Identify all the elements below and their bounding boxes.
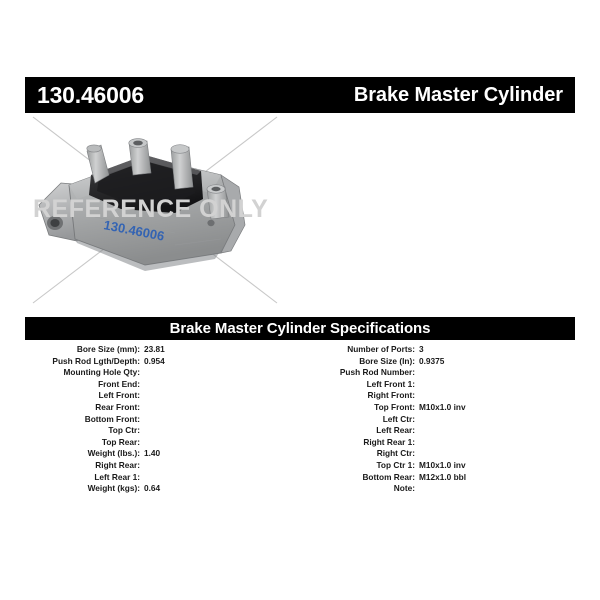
spec-row: Note: — [300, 483, 575, 495]
spec-label: Rear Front: — [95, 401, 140, 412]
spec-label: Push Rod Number: — [339, 367, 415, 378]
spec-row: Number of Ports: 3 — [300, 344, 575, 356]
spec-row: Left Rear: — [300, 425, 575, 437]
spec-row: Right Ctr: — [300, 448, 575, 460]
spec-row: Rear Front: — [25, 402, 300, 414]
brake-master-cylinder-photo: 130.46006 — [38, 138, 246, 271]
spec-row: Push Rod Lgth/Depth: 0.954 — [25, 356, 300, 368]
spec-label: Weight (lbs.): — [87, 448, 140, 459]
spec-row: Bore Size (In): 0.9375 — [300, 356, 575, 368]
spec-label: Right Rear: — [95, 459, 140, 470]
spec-value: 0.9375 — [419, 355, 445, 366]
spec-label: Left Front 1: — [366, 378, 415, 389]
spec-label: Weight (kgs): — [87, 483, 140, 494]
spec-row: Right Rear: — [25, 460, 300, 472]
spec-value: 0.954 — [144, 355, 165, 366]
spec-label: Top Ctr: — [108, 425, 140, 436]
spec-label: Bore Size (In): — [359, 355, 415, 366]
spec-label: Front End: — [98, 378, 140, 389]
spec-row: Front End: — [25, 379, 300, 391]
spec-label: Bore Size (mm): — [76, 344, 140, 354]
spec-row: Bore Size (mm): 23.81 — [25, 344, 300, 356]
spec-label: Bottom Front: — [84, 413, 140, 424]
spec-row: Left Ctr: — [300, 414, 575, 426]
spec-value: M12x1.0 bbl — [419, 471, 467, 482]
spec-label: Right Ctr: — [376, 448, 415, 459]
product-image-region: 130.46006 REFERENCE ONLY — [25, 113, 285, 308]
spec-label: Right Rear 1: — [363, 436, 415, 447]
spec-label: Left Front: — [98, 390, 140, 401]
spec-row: Left Front: — [25, 390, 300, 402]
spec-value: 23.81 — [144, 344, 165, 354]
spec-label: Note: — [393, 483, 415, 494]
spec-row: Right Front: — [300, 390, 575, 402]
spec-row: Top Front: M10x1.0 inv — [300, 402, 575, 414]
spec-value: 1.40 — [144, 448, 161, 459]
spec-value: 0.64 — [144, 483, 161, 494]
spec-row: Top Ctr: — [25, 425, 300, 437]
spec-label: Top Front: — [374, 401, 415, 412]
spec-value: 3 — [419, 344, 424, 354]
spec-row: Bottom Front: — [25, 414, 300, 426]
spec-label: Left Rear: — [376, 425, 415, 436]
spec-row: Left Rear 1: — [25, 472, 300, 484]
page-title: Brake Master Cylinder — [353, 84, 563, 106]
spec-row: Mounting Hole Qty: — [25, 367, 300, 379]
spec-row: Weight (kgs): 0.64 — [25, 483, 300, 495]
spec-row: Bottom Rear: M12x1.0 bbl — [300, 472, 575, 484]
spec-label: Number of Ports: — [347, 344, 415, 354]
spec-row: Weight (lbs.): 1.40 — [25, 448, 300, 460]
spec-row: Right Rear 1: — [300, 437, 575, 449]
spec-row: Left Front 1: — [300, 379, 575, 391]
spec-row: Top Rear: — [25, 437, 300, 449]
part-number: 130.46006 — [37, 81, 144, 108]
spec-value: M10x1.0 inv — [419, 401, 466, 412]
spec-value: M10x1.0 inv — [419, 459, 466, 470]
header-bar: 130.46006 Brake Master Cylinder — [25, 77, 575, 113]
spec-row: Top Ctr 1: M10x1.0 inv — [300, 460, 575, 472]
spec-label: Mounting Hole Qty: — [63, 367, 140, 378]
specifications-header-bar: Brake Master Cylinder Specifications — [25, 317, 575, 340]
spec-label: Push Rod Lgth/Depth: — [52, 355, 140, 366]
spec-label: Right Front: — [367, 390, 415, 401]
spec-label: Left Rear 1: — [94, 471, 140, 482]
spec-row: Push Rod Number: — [300, 367, 575, 379]
specifications-title: Brake Master Cylinder Specifications — [169, 320, 431, 337]
spec-label: Left Ctr: — [382, 413, 415, 424]
spec-label: Top Ctr 1: — [376, 459, 415, 470]
spec-label: Top Rear: — [101, 436, 140, 447]
spec-label: Bottom Rear: — [362, 471, 415, 482]
